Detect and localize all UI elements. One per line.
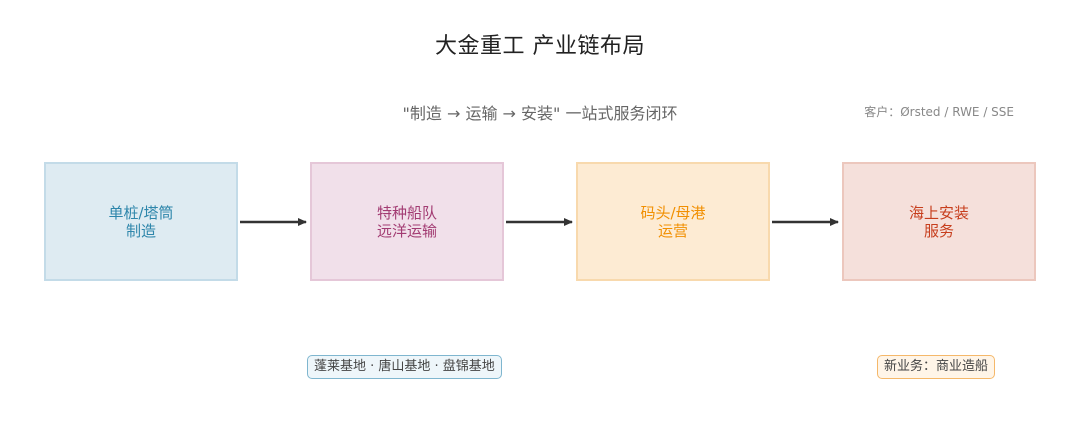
stage-manufacturing: 单桩/塔筒 制造 <box>44 162 238 281</box>
stage-manufacturing-line1: 单桩/塔筒 <box>108 203 174 222</box>
stage-installation-line1: 海上安装 <box>908 203 969 222</box>
bases-tag: 蓬莱基地 · 唐山基地 · 盘锦基地 <box>307 355 502 379</box>
stage-port-line2: 运营 <box>657 221 688 240</box>
stage-shipping-line1: 特种船队 <box>376 203 437 222</box>
stage-installation-line2: 服务 <box>923 221 954 240</box>
stage-port-line1: 码头/母港 <box>640 203 706 222</box>
stage-manufacturing-line2: 制造 <box>125 221 156 240</box>
stage-shipping: 特种船队 远洋运输 <box>310 162 504 281</box>
stage-shipping-line2: 远洋运输 <box>376 221 437 240</box>
stage-installation: 海上安装 服务 <box>842 162 1036 281</box>
subtitle: "制造 → 运输 → 安装" 一站式服务闭环 <box>402 104 678 123</box>
stage-port: 码头/母港 运营 <box>576 162 770 281</box>
page-title: 大金重工 产业链布局 <box>435 34 645 59</box>
customers-label: 客户：Ørsted / RWE / SSE <box>864 105 1014 119</box>
new-business-tag: 新业务：商业造船 <box>877 355 996 379</box>
